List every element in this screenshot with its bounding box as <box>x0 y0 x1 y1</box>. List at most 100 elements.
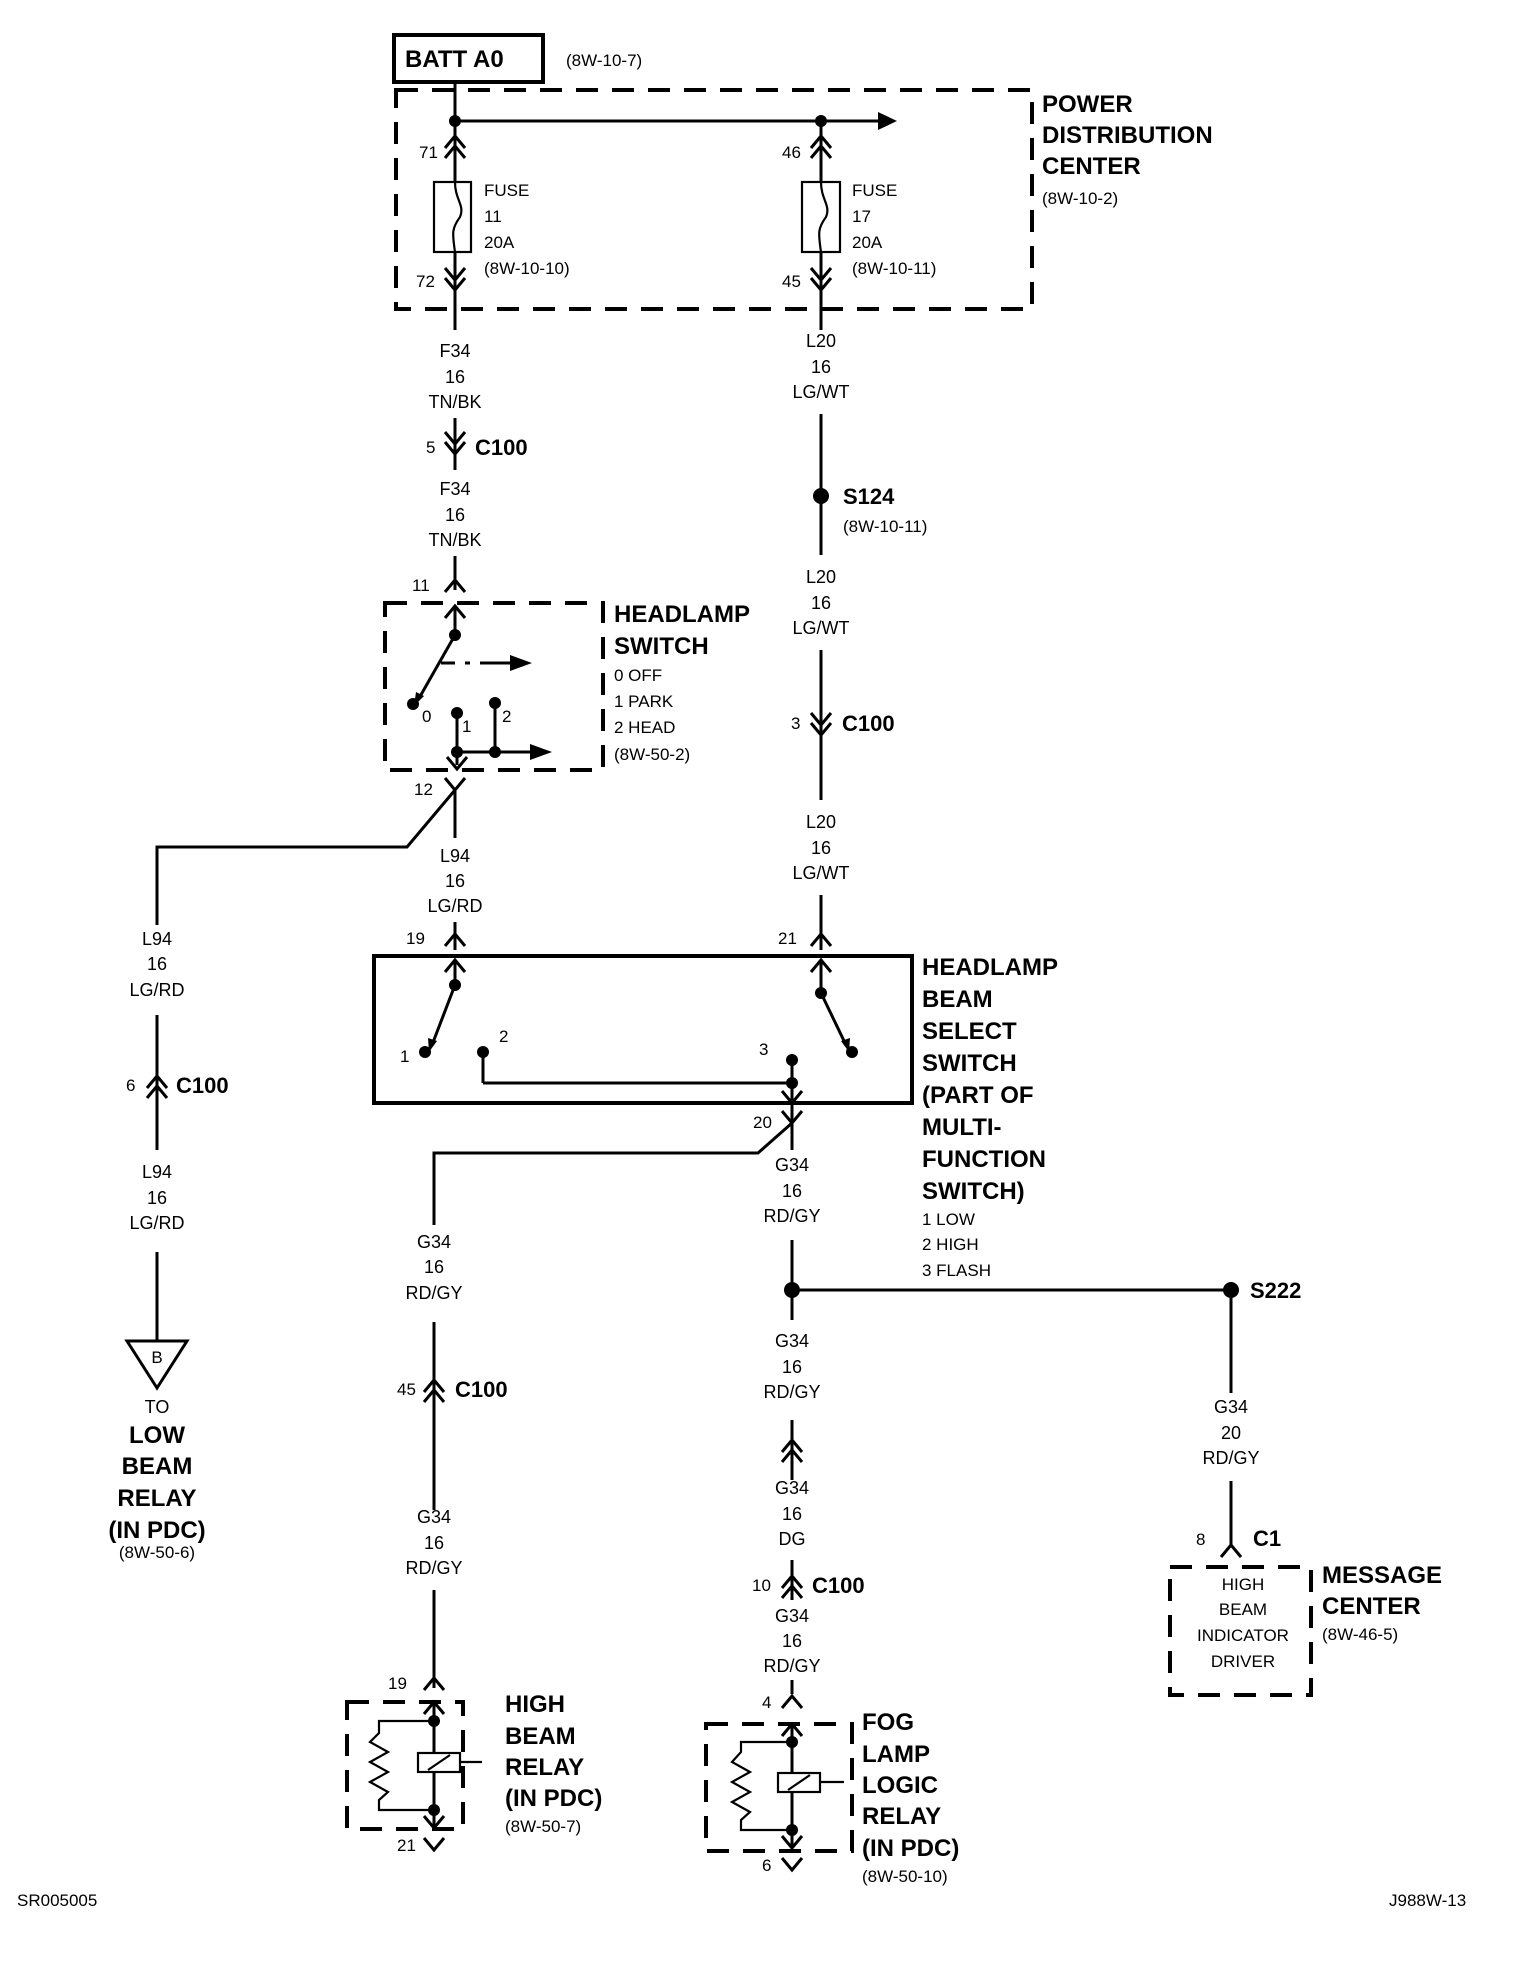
contact-label: 2 <box>499 1027 508 1046</box>
wire-code: G34 <box>775 1478 809 1498</box>
wire-gauge: 16 <box>811 357 831 377</box>
headlamp-switch: 11 0 1 2 HEADLAMP SWITCH 0 OFF 1 PARK 2 … <box>383 576 750 799</box>
low-beam-title: BEAM <box>122 1453 193 1480</box>
pin-label: 72 <box>416 272 435 291</box>
low-beam-to: TO <box>145 1397 170 1417</box>
wire-color: RD/GY <box>763 1656 820 1676</box>
wire-color: RD/GY <box>763 1206 820 1226</box>
high-beam-relay-outline <box>345 1700 465 1831</box>
fuse-rating: 20A <box>852 233 883 252</box>
fog-relay-outline <box>704 1722 854 1853</box>
wire-gauge: 16 <box>811 593 831 613</box>
fog-relay-title: LAMP <box>862 1741 930 1768</box>
battery-box <box>392 33 545 84</box>
connector-pin: 10 <box>752 1576 771 1595</box>
contact-label: 1 <box>400 1047 409 1066</box>
wire-code: G34 <box>775 1155 809 1175</box>
message-center-title: CENTER <box>1322 1593 1421 1620</box>
off-page-connector-icon <box>124 1339 190 1391</box>
splice-s222: S222 <box>1250 1278 1301 1303</box>
splice-dot <box>784 1282 800 1298</box>
fog-lamp-logic-relay: 4 6 FOG LAMP LOGIC RELAY (IN PDC) (8W-50… <box>704 1680 959 1886</box>
wire-gauge: 16 <box>782 1181 802 1201</box>
switch-contact <box>419 1046 431 1058</box>
wire-gauge: 16 <box>782 1357 802 1377</box>
low-beam-title: (IN PDC) <box>108 1517 205 1544</box>
connector-pin: 6 <box>126 1076 135 1095</box>
wire-color: DG <box>779 1529 806 1549</box>
switch-contact <box>846 1046 858 1058</box>
connector-c100: C100 <box>812 1573 865 1598</box>
fuse-label: FUSE <box>484 181 529 200</box>
message-center-title: MESSAGE <box>1322 1562 1442 1589</box>
contact-label: 1 <box>462 717 471 736</box>
wire-gauge: 16 <box>445 367 465 387</box>
arrow-right-icon <box>878 112 897 130</box>
arrow-right-icon <box>530 744 552 760</box>
splice-s124: S124 <box>843 484 895 509</box>
connector-pin: 45 <box>397 1380 416 1399</box>
power-distribution-center: POWER DISTRIBUTION CENTER (8W-10-2) 71 7… <box>394 82 1213 330</box>
wire-code: L94 <box>440 846 470 866</box>
message-center-ref: (8W-46-5) <box>1322 1625 1398 1644</box>
beam-switch-outline <box>372 954 914 1105</box>
connector-c1: C1 <box>1253 1526 1281 1551</box>
fog-relay-title: (IN PDC) <box>862 1835 959 1862</box>
headlamp-switch-title: HEADLAMP <box>614 601 750 628</box>
beam-switch-title: SELECT <box>922 1018 1017 1045</box>
pdc-title-line: POWER <box>1042 91 1133 118</box>
switch-blade <box>430 984 457 1046</box>
high-beam-relay-title: BEAM <box>505 1723 576 1750</box>
wire-code: G34 <box>417 1507 451 1527</box>
footer-right-code: J988W-13 <box>1389 1891 1466 1910</box>
wire-gauge: 20 <box>1221 1423 1241 1443</box>
fuse-ref: (8W-10-11) <box>852 259 936 278</box>
pin-label: 19 <box>406 929 425 948</box>
wire-color: TN/BK <box>428 392 481 412</box>
pin-label: 21 <box>778 929 797 948</box>
headlamp-switch-outline <box>383 601 605 772</box>
battery-label: BATT A0 <box>405 46 504 73</box>
high-beam-relay-title: (IN PDC) <box>505 1785 602 1812</box>
low-beam-ref: (8W-50-6) <box>119 1543 195 1562</box>
wire-code: F34 <box>439 479 470 499</box>
wire-gauge: 16 <box>424 1533 444 1553</box>
arrow-right-icon <box>510 655 532 671</box>
connector-pin: 8 <box>1196 1530 1205 1549</box>
fuse-11: 71 72 FUSE 11 20A (8W-10-10) <box>416 121 570 330</box>
switch-position: 2 HEAD <box>614 718 675 737</box>
wire-color: RD/GY <box>405 1558 462 1578</box>
contact-label: 2 <box>502 707 511 726</box>
wire-color: RD/GY <box>405 1283 462 1303</box>
pdc-title-line: CENTER <box>1042 153 1141 180</box>
beam-switch-title: SWITCH) <box>922 1178 1025 1205</box>
high-beam-relay: 19 21 HIGH BEAM RELAY (IN PDC) (8W-50-7) <box>345 1674 602 1855</box>
switch-blade <box>819 992 848 1046</box>
pdc-dashed-outline <box>394 88 1034 311</box>
beam-switch-title: (PART OF <box>922 1082 1034 1109</box>
beam-switch-title: BEAM <box>922 986 993 1013</box>
connector-c100: C100 <box>455 1377 508 1402</box>
low-beam-relay-reference: B TO LOW BEAM RELAY (IN PDC) (8W-50-6) <box>108 1339 206 1562</box>
wire-color: LG/WT <box>793 863 850 883</box>
circuit-l94: L94 16 LG/RD L94 16 LG/RD 6 C100 L94 16 … <box>126 789 483 1340</box>
wire-gauge: 16 <box>147 954 167 974</box>
wire-gauge: 16 <box>782 1504 802 1524</box>
wire-gauge: 16 <box>424 1257 444 1277</box>
fuse-17: 46 45 FUSE 17 20A (8W-10-11) <box>782 121 936 330</box>
wire-color: LG/WT <box>793 618 850 638</box>
wire-gauge: 16 <box>147 1188 167 1208</box>
resistor-icon <box>729 1740 792 1832</box>
circuit-l20: L20 16 LG/WT S124 (8W-10-11) L20 16 LG/W… <box>791 331 927 950</box>
wire-code: L94 <box>142 1162 172 1182</box>
beam-switch-title: HEADLAMP <box>922 954 1058 981</box>
high-beam-relay-title: RELAY <box>505 1754 584 1781</box>
fuse-rating: 20A <box>484 233 515 252</box>
fog-relay-title: FOG <box>862 1709 914 1736</box>
splice-dot <box>813 488 829 504</box>
wire-code: F34 <box>439 341 470 361</box>
fog-relay-title: LOGIC <box>862 1772 938 1799</box>
fuse-ref: (8W-10-10) <box>484 259 570 278</box>
high-beam-relay-ref: (8W-50-7) <box>505 1817 581 1836</box>
